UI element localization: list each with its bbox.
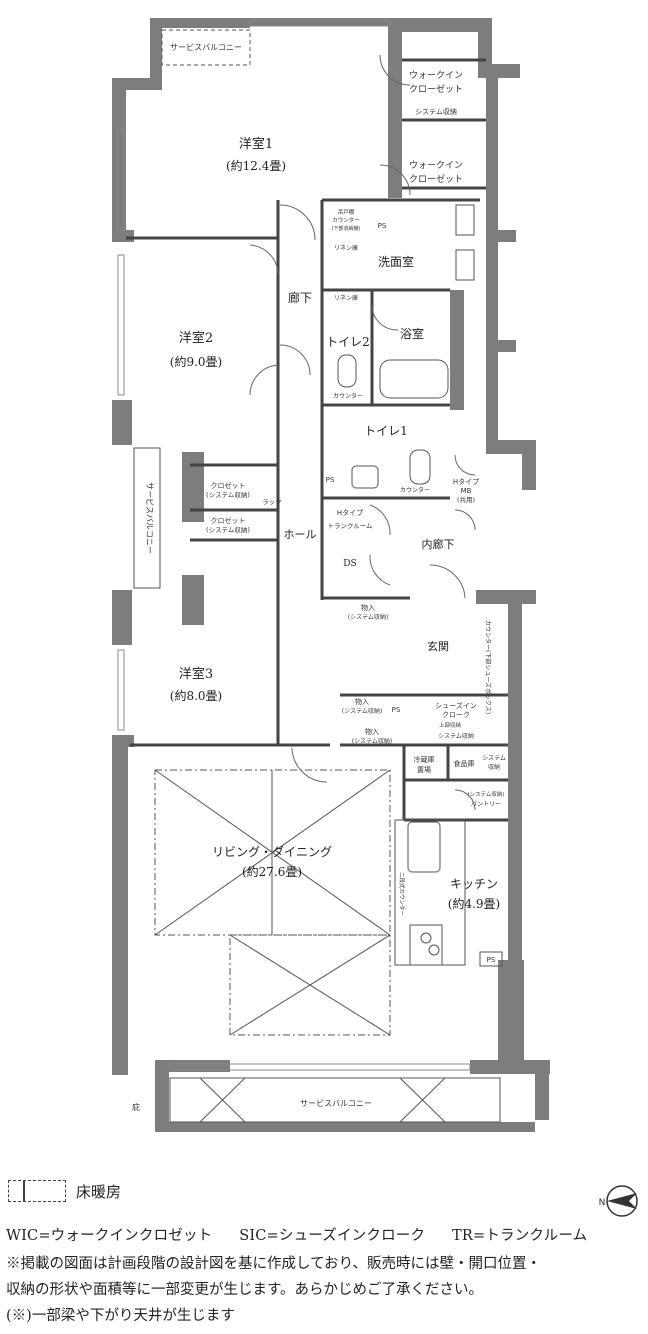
label-pantry-1: (システム収納) [467,790,504,798]
label-linen: リネン庫 [334,244,358,252]
abbr-tr: TR=トランクルーム [451,1228,588,1244]
label-kitchen: キッチン [450,877,498,891]
label-sys-storage-2: 収納 [488,763,500,771]
label-trunk-2: トランクルーム [327,522,373,530]
floor-plan: サービスバルコニー ウォークイン クローゼット システム収納 ウォークイン クロ… [112,18,550,1132]
label-western1: 洋室1 [239,136,273,152]
label-wic2-b: クローゼット [409,173,463,185]
label-counter-wash-1: 吊戸棚 [338,208,355,216]
label-western1-size: (約12.4畳) [226,158,286,173]
label-fridge-2: 置場 [417,765,431,774]
label-hall: ホール [284,528,317,541]
label-eaves: 庇 [132,1102,140,1112]
interior-walls [126,58,508,822]
label-ps-extra: PS [329,229,331,231]
floor-heating-legend: 床暖房 [8,1180,121,1202]
label-wic1-a: ウォークイン [409,70,463,81]
floor-heating-label: 床暖房 [76,1182,122,1201]
label-counter-t1: カウンター [400,486,430,494]
label-western3-size: (約8.0畳) [170,688,222,703]
floor-heating-swatch [8,1180,66,1202]
label-sys1: システム収納 [415,107,457,116]
label-storage1-b: (システム収納) [348,613,389,621]
label-living-size: (約27.6畳) [242,864,302,879]
label-corridor: 廊下 [288,290,312,305]
label-bath: 浴室 [400,326,424,341]
label-closet1-a: クロゼット [211,481,246,490]
door-swings [249,54,476,811]
label-storage1-a: 物入 [361,603,375,612]
floor-heating-area [154,769,391,1036]
note-line-1: ※掲載の図面は計画段階の設計図を基に作成しており、販売時には壁・開口位置・ [6,1256,542,1272]
label-balcony-bottom: サービスバルコニー [300,1099,372,1108]
label-sic-top: 上部収納 [439,721,462,729]
label-sic-1: シューズイン [435,701,477,710]
label-storage3-a: 物入 [365,727,379,736]
label-storage3-b: (システム収納) [352,737,393,745]
label-living: リビング・ダイニング [212,844,332,859]
label-pantry-2: パントリー [471,801,501,808]
label-counter-kitchen: 二段式カウンター [398,872,406,916]
label-inner-corridor: 内廊下 [422,537,455,551]
compass-n-label: N [599,1198,606,1208]
label-wic2-a: ウォークイン [409,160,463,171]
label-sic-sys: システム収納 [438,732,474,740]
label-counter-t2: カウンター [333,392,363,400]
room-labels: サービスバルコニー ウォークイン クローゼット システム収納 ウォークイン クロ… [132,43,506,1112]
label-closet2-a: クロゼット [211,516,246,525]
label-ps-t1: PS [326,476,335,484]
label-counter-entr: カウンター(下部シューズボックス) [484,620,492,714]
label-kitchen-size: (約4.9畳) [448,896,500,911]
label-ps-wash: PS [378,222,387,230]
label-fridge-1: 冷蔵庫 [414,755,435,764]
label-linen2: リネン庫 [334,294,358,302]
label-balcony-top: サービスバルコニー [170,43,242,52]
label-counter-wash-3: (下部収納棚) [332,225,361,232]
label-storage2-a: 物入 [355,697,369,706]
label-washroom: 洗面室 [378,254,414,269]
label-wic1-b: クローゼット [409,83,463,95]
label-pantry-storage: 食品庫 [454,759,475,768]
label-trunk-1: Hタイプ [337,508,363,517]
label-toilet1: トイレ1 [364,424,408,438]
label-ps-storage: PS [392,706,401,714]
compass-icon: N [599,1185,638,1217]
label-ds: DS [343,559,356,569]
note-line-2: 収納の形状や面積等に一部変更が生じます。あらかじめご了承ください。 [6,1282,484,1298]
label-closet2-b: (システム収納) [206,525,250,534]
label-sic-2: クローク [442,711,470,719]
label-mb-3: (共用) [457,495,475,504]
label-western2: 洋室2 [179,330,213,346]
abbr-wic: WIC=ウォークインクロゼット [6,1228,213,1244]
outer-walls [112,18,550,1132]
label-sys-storage-1: システム [482,755,506,762]
balconies [133,29,501,1123]
label-balcony-side: サービスバルコニー [145,482,154,554]
label-mb-2: MB [461,487,472,495]
label-mb-1: Hタイプ [453,477,479,486]
label-western2-size: (約9.0畳) [170,354,222,369]
label-closet1-b: (システム収納) [206,490,250,499]
label-ps-kitchen: PS [487,956,496,964]
label-toilet2: トイレ2 [326,335,370,349]
fixtures [337,204,503,967]
label-rack: ラック [262,498,282,506]
abbr-sic: SIC=シューズインクローク [239,1228,426,1244]
label-entrance: 玄関 [427,639,449,653]
abbreviation-row: WIC=ウォークインクロゼット SIC=シューズインクローク TR=トランクルー… [6,1224,609,1245]
label-western3: 洋室3 [179,666,213,682]
windows [117,19,471,1071]
note-line-3: (※)一部梁や下がり天井が生じます [6,1308,235,1324]
label-storage2-b: (システム収納) [342,707,383,715]
label-counter-wash-2: カウンター [332,216,360,224]
